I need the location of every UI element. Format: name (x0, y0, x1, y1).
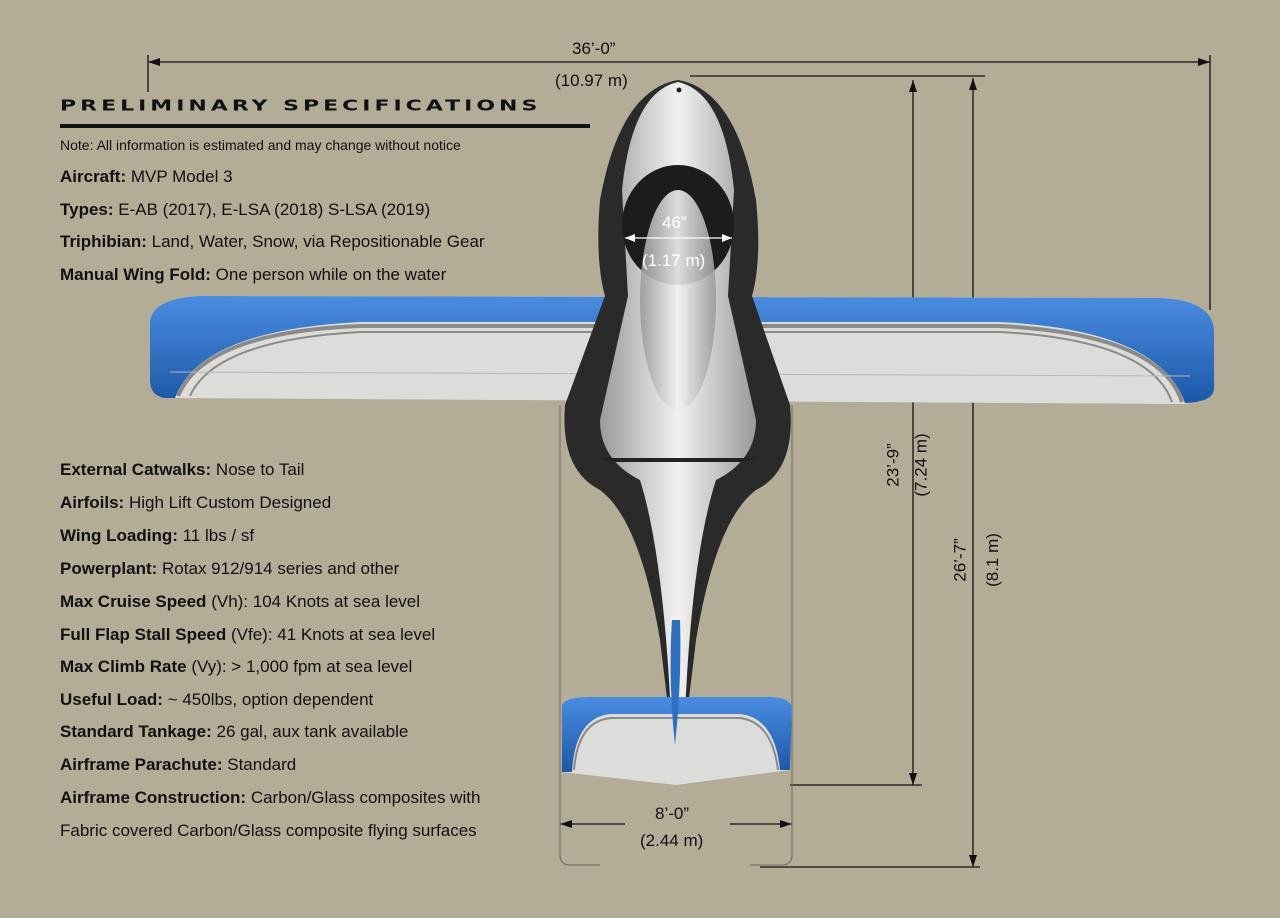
spec-triphibian: Triphibian: Land, Water, Snow, via Repos… (60, 232, 485, 251)
spec-types: Types: E-AB (2017), E-LSA (2018) S-LSA (… (60, 200, 431, 219)
tail-span-m-label: (2.44 m) (640, 831, 704, 850)
wingspan-m-label: (10.97 m) (555, 71, 628, 90)
title-underline (60, 124, 590, 128)
spec-construction-continued: Fabric covered Carbon/Glass composite fl… (60, 821, 477, 840)
length-wing-ft-label: 23’-9” (883, 443, 903, 487)
page-title: PRELIMINARY SPECIFICATIONS (60, 97, 542, 115)
spec-climb-rate: Max Climb Rate (Vy): > 1,000 fpm at sea … (60, 657, 413, 676)
spec-aircraft: Aircraft: MVP Model 3 (60, 167, 233, 186)
dimension-arrows (148, 58, 1210, 867)
fuselage (564, 80, 791, 740)
tail-extension-lines (559, 405, 793, 866)
spec-useful-load: Useful Load: ~ 450lbs, option dependent (60, 690, 374, 709)
spec-powerplant: Powerplant: Rotax 912/914 series and oth… (60, 559, 400, 578)
spec-wing-fold: Manual Wing Fold: One person while on th… (60, 265, 447, 284)
spec-stall-speed: Full Flap Stall Speed (Vfe): 41 Knots at… (60, 625, 436, 644)
vertical-stabilizer (670, 620, 681, 745)
dimension-lines (147, 55, 1211, 868)
wingspan-ft-label: 36’-0” (572, 39, 616, 58)
spec-cruise-speed: Max Cruise Speed (Vh): 104 Knots at sea … (60, 592, 421, 611)
spec-catwalks: External Catwalks: Nose to Tail (60, 460, 305, 479)
length-total-m-label: (8.1 m) (982, 533, 1002, 587)
spec-tankage: Standard Tankage: 26 gal, aux tank avail… (60, 722, 409, 741)
cockpit-width-m-label: (1.17 m) (642, 251, 706, 270)
disclaimer-note: Note: All information is estimated and m… (60, 137, 461, 153)
length-wing-m-label: (7.24 m) (911, 433, 931, 497)
spec-parachute: Airframe Parachute: Standard (60, 755, 297, 774)
length-total-ft-label: 26’-7” (950, 538, 970, 582)
spec-airfoils: Airfoils: High Lift Custom Designed (60, 493, 332, 512)
spec-construction: Airframe Construction: Carbon/Glass comp… (60, 788, 481, 807)
spec-wing-loading: Wing Loading: 11 lbs / sf (60, 526, 255, 545)
tail-span-ft-label: 8’-0” (655, 804, 690, 823)
cockpit-width-ft-label: 46” (662, 213, 687, 232)
